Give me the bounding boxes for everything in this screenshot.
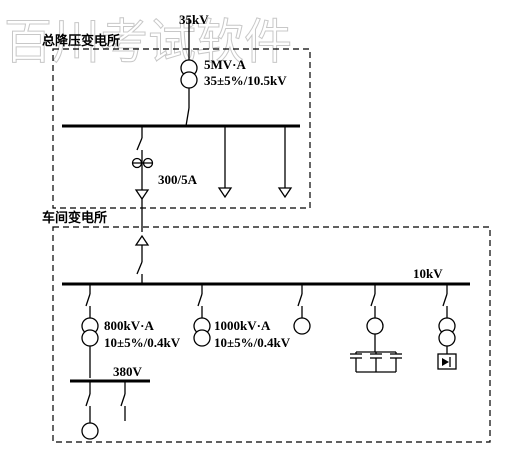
supply-voltage-label: 35kV: [179, 12, 209, 27]
ct-ratio-label: 300/5A: [158, 172, 198, 187]
main-transformer: 5MV·A 35±5%/10.5kV: [180, 57, 287, 127]
hv-motor: [293, 317, 311, 335]
arrester-bottom: [134, 234, 150, 246]
incoming-line: 35kV: [179, 12, 209, 60]
transformer-2-ratio: 10±5%/0.4kV: [214, 335, 291, 350]
main-substation-box: [52, 48, 311, 209]
capacitor-branch-ct: [366, 317, 384, 335]
main-transformer-ratio: 35±5%/10.5kV: [204, 73, 287, 88]
workshop-substation-box: [52, 226, 491, 443]
transformer-2-rating: 1000kV·A: [214, 318, 271, 333]
capacitor-bank: [350, 352, 402, 373]
outgoing-feeder: 300/5A: [131, 126, 198, 284]
transformer-branch-2: 1000kV·A 10±5%/0.4kV: [193, 284, 291, 350]
main-transformer-rating: 5MV·A: [204, 57, 246, 72]
main-substation-title: 总降压变电所: [42, 33, 120, 49]
capacitor-branch: [350, 284, 402, 373]
workshop-bus-voltage: 10kV: [413, 266, 443, 281]
arrester-top: [134, 189, 150, 201]
lv-motor-feeder: [81, 381, 99, 440]
diode-icon: [442, 358, 449, 366]
workshop-substation-title: 车间变电所: [42, 210, 107, 226]
watermark: 百川考试软件: [4, 14, 292, 70]
rectifier-branch: [437, 284, 457, 370]
bus-feeder-1: [217, 126, 233, 199]
transformer-1-ratio: 10±5%/0.4kV: [104, 335, 181, 350]
transformer-branch-1: 800kV·A 10±5%/0.4kV: [81, 284, 181, 378]
lv-motor: [81, 422, 99, 440]
transformer-1-rating: 800kV·A: [104, 318, 154, 333]
bus-feeder-2: [277, 126, 293, 199]
lv-bus-voltage: 380V: [113, 364, 143, 379]
hv-motor-branch: [293, 284, 311, 335]
lv-feeder: [120, 381, 126, 421]
